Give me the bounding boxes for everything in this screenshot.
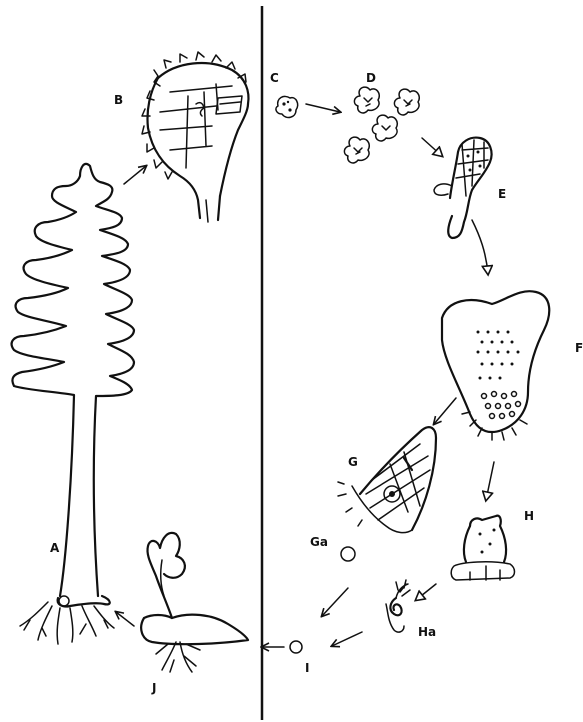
spore-cluster [344, 87, 419, 163]
sporangium-detail [142, 52, 248, 222]
prothallus [442, 291, 549, 440]
spore-single [276, 96, 298, 117]
arrow-e-to-f [472, 220, 488, 274]
label-a: A [50, 541, 60, 555]
label-j: J [151, 681, 156, 695]
label-e: E [498, 187, 506, 201]
label-d: D [366, 71, 376, 85]
antheridium [451, 516, 514, 580]
arrow-ha-to-i [332, 632, 362, 646]
arrow-a-to-b [124, 166, 146, 184]
label-h: H [524, 509, 534, 523]
label-i: I [305, 661, 309, 675]
prothallus-antheridia [482, 392, 521, 419]
young-sporophyte [141, 533, 248, 672]
spermatozoid [386, 580, 410, 632]
label-ga: Ga [310, 535, 328, 549]
arrow-f-to-h [486, 462, 494, 500]
egg-cell [341, 547, 355, 561]
arrow-ga-to-i [322, 588, 348, 616]
arrow-d-to-e [422, 138, 442, 156]
protonema [434, 138, 492, 238]
archegonium [338, 427, 436, 532]
label-f: F [575, 341, 583, 355]
arrow-j-to-a [116, 612, 134, 626]
figure-labels: A B C D E F G Ga H Ha I J [50, 71, 583, 695]
label-c: C [270, 71, 279, 85]
arrow-c-to-d [306, 104, 340, 112]
prothallus-dots [477, 331, 520, 380]
frond-roots [20, 602, 114, 644]
arrow-h-to-ha [416, 584, 436, 600]
label-ha: Ha [418, 625, 436, 639]
arrow-f-to-g [434, 398, 456, 424]
sporophyte-frond [12, 164, 134, 644]
label-g: G [348, 455, 358, 469]
zygote [290, 641, 302, 653]
label-b: B [114, 93, 123, 107]
